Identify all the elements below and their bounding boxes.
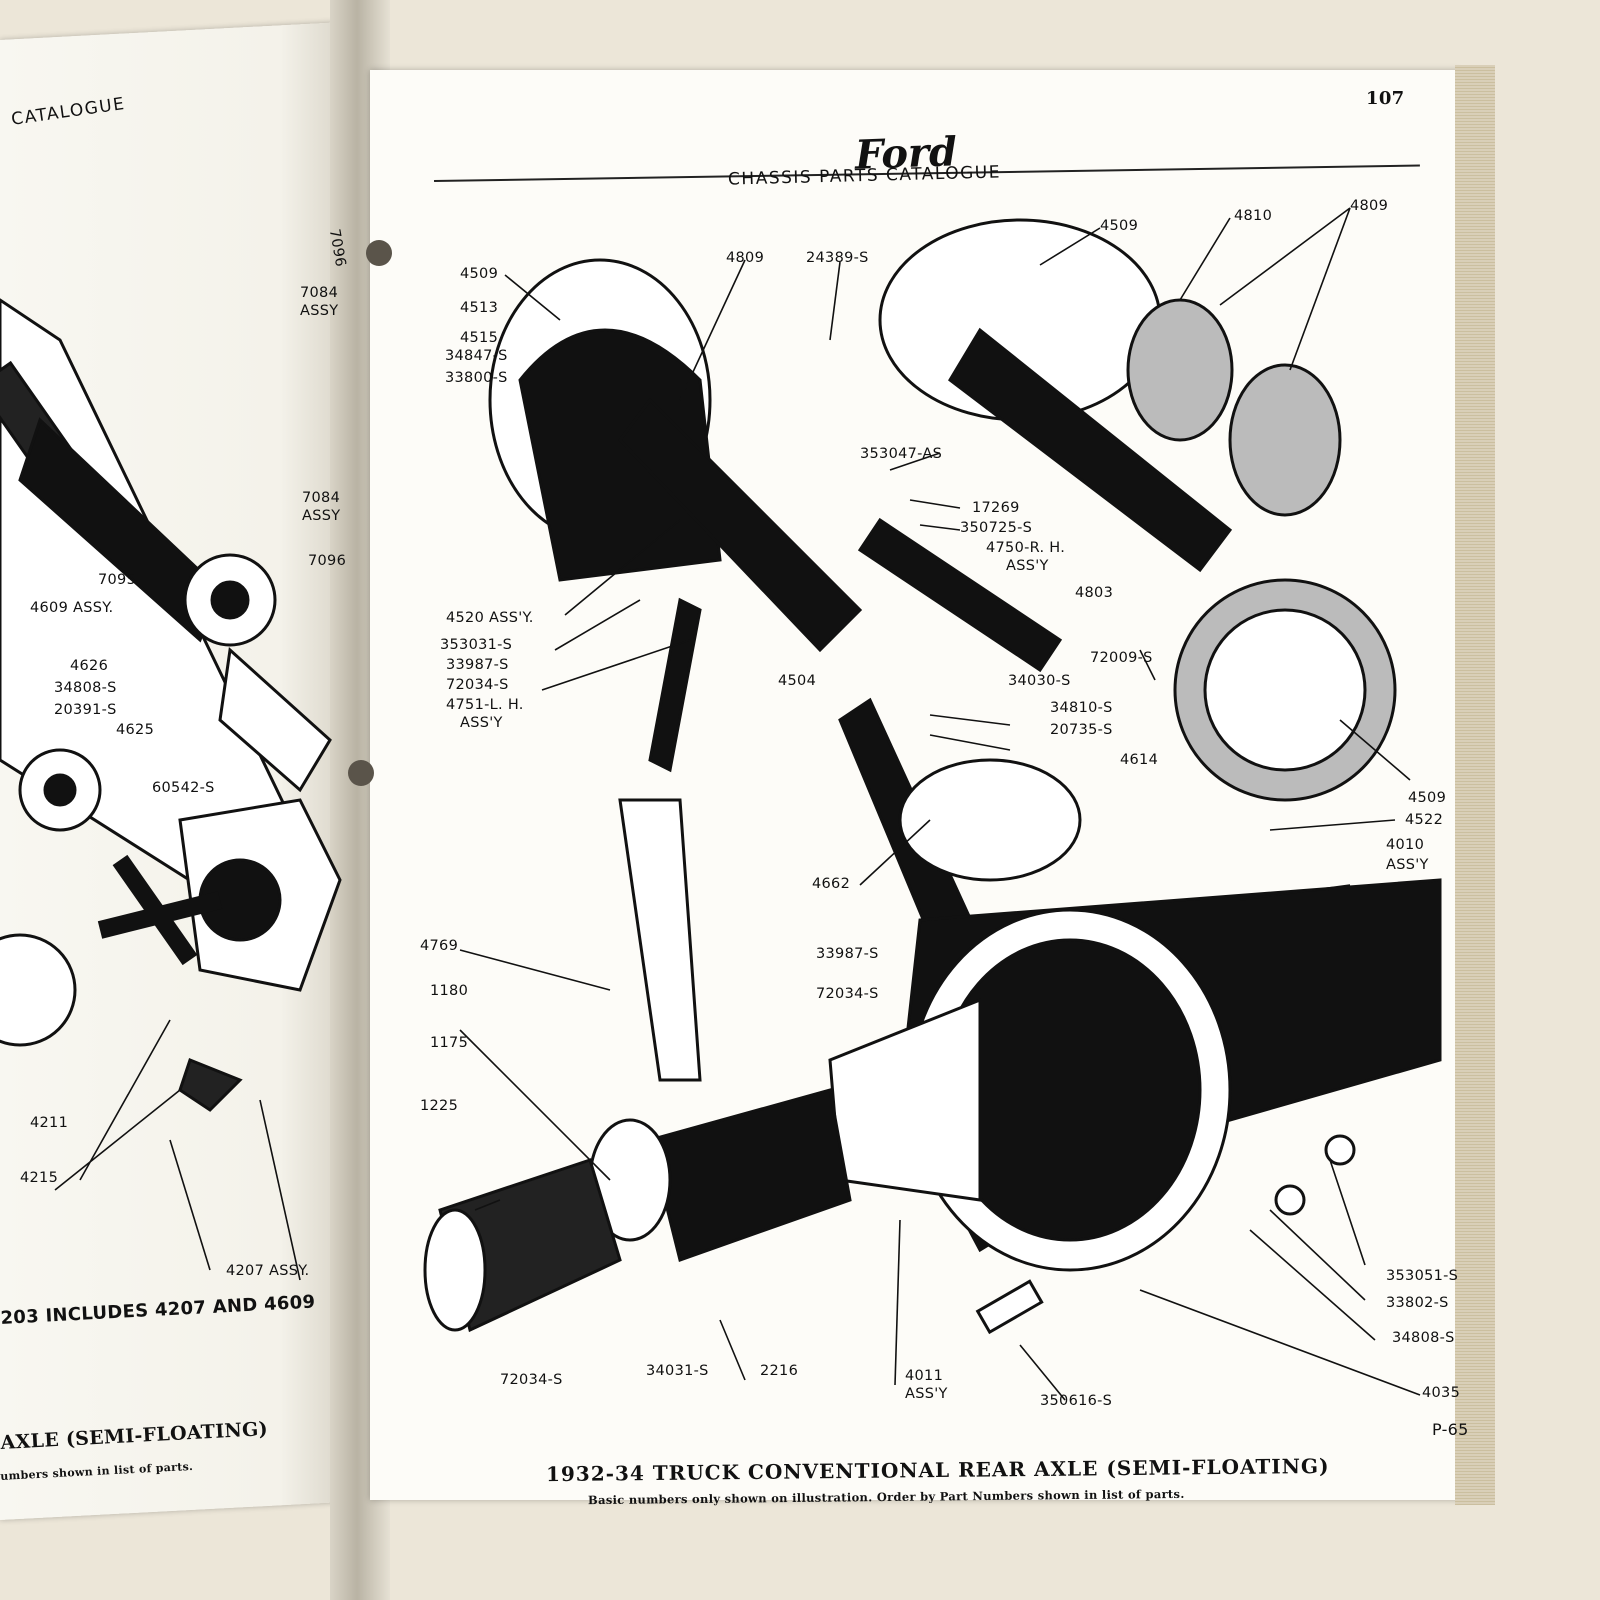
callout-label: 4207 ASSY. xyxy=(226,1263,310,1279)
binder-hole xyxy=(348,760,374,786)
callout-label: 17269 xyxy=(972,500,1020,516)
callout-label: 34808-S xyxy=(1392,1330,1455,1346)
callout-label: 20391-S xyxy=(54,702,117,718)
callout-label: ASSY xyxy=(302,508,341,524)
radius-rod-lh xyxy=(648,597,702,773)
radius-rod-rh xyxy=(857,517,1063,673)
callout-label: 353047-AS xyxy=(860,446,943,462)
callout-label: 60542-S xyxy=(152,780,215,796)
callout-label: 4750-R. H. xyxy=(986,540,1066,556)
callout-label: 4810 xyxy=(1234,208,1273,224)
callout-label: ASSY xyxy=(300,303,339,319)
callout-label: 2216 xyxy=(760,1363,799,1379)
felt-seal-1 xyxy=(1126,298,1234,442)
callout-label: 4662 xyxy=(812,876,851,892)
callout-label: 34847-S xyxy=(445,348,508,364)
callout-label: 7095 xyxy=(98,572,137,588)
callout-label: 4509 xyxy=(1408,790,1447,806)
book-edge xyxy=(1455,65,1495,1505)
callout-label: 350725-S xyxy=(960,520,1033,536)
torque-tube xyxy=(648,1088,852,1262)
callout-label: 4211 xyxy=(30,1115,69,1131)
callout-label: 1180 xyxy=(430,983,469,999)
felt-seal-2 xyxy=(1228,363,1342,517)
callout-label: 7096 xyxy=(308,553,347,569)
callout-label: 33987-S xyxy=(816,946,879,962)
callout-label: 1175 xyxy=(430,1035,469,1051)
callout-label: 33987-S xyxy=(446,657,509,673)
callout-label: 4626 xyxy=(70,658,109,674)
callout-label: 4010 xyxy=(1386,837,1425,853)
callout-label: ASS'Y xyxy=(905,1386,948,1402)
callout-label: 4614 xyxy=(1120,752,1159,768)
callout-label: 72034-S xyxy=(816,986,879,1002)
callout-label: ASS'Y xyxy=(1006,558,1049,574)
axle-shaft-right xyxy=(948,327,1233,573)
pinion-gear xyxy=(178,1058,243,1112)
callout-label: 4625 xyxy=(116,722,155,738)
callout-label: 24389-S xyxy=(806,250,869,266)
housing-neck xyxy=(828,997,982,1202)
callout-label: 4509 xyxy=(460,266,499,282)
callout-label: 4504 xyxy=(778,673,817,689)
callout-label: 4809 xyxy=(726,250,765,266)
callout-label: 4513 xyxy=(460,300,499,316)
callout-label: 4011 xyxy=(905,1368,944,1384)
callout-label: 72034-S xyxy=(500,1372,563,1388)
callout-label: 34031-S xyxy=(646,1363,709,1379)
callout-label: 4522 xyxy=(1405,812,1444,828)
callout-label: 1225 xyxy=(420,1098,459,1114)
callout-label: 34030-S xyxy=(1008,673,1071,689)
callout-label: 4215 xyxy=(20,1170,59,1186)
brake-backing-left xyxy=(518,328,722,582)
nut xyxy=(1274,1184,1306,1216)
callout-label: 4520 ASS'Y. xyxy=(446,610,534,626)
callout-label: 4809 xyxy=(1350,198,1389,214)
callout-label: 4769 xyxy=(420,938,459,954)
ring-gear xyxy=(0,933,77,1047)
yoke xyxy=(218,647,332,793)
bolt xyxy=(975,1279,1044,1335)
brake-lever xyxy=(618,798,702,1082)
callout-label: 20735-S xyxy=(1050,722,1113,738)
binder-hole xyxy=(366,240,392,266)
callout-label: 7084 xyxy=(302,490,341,506)
callout-label: 33802-S xyxy=(1386,1295,1449,1311)
axle-shaft-left xyxy=(618,397,863,653)
callout-label: 4509 xyxy=(1100,218,1139,234)
callout-label: 34810-S xyxy=(1050,700,1113,716)
callout-label: 33800-S xyxy=(445,370,508,386)
callout-label: 34808-S xyxy=(54,680,117,696)
page-number: 107 xyxy=(1366,88,1405,109)
callout-label: 72034-S xyxy=(446,677,509,693)
housing-flange xyxy=(898,758,1082,882)
callout-label: 4609 ASSY. xyxy=(30,600,114,616)
figure-code: P-65 xyxy=(1432,1420,1469,1439)
callout-label: 72009-S xyxy=(1090,650,1153,666)
callout-label: 4803 xyxy=(1075,585,1114,601)
callout-label: 4035 xyxy=(1422,1385,1461,1401)
callout-label: 4751-L. H. xyxy=(446,697,524,713)
plug xyxy=(1324,1134,1356,1166)
callout-label: 353031-S xyxy=(440,637,513,653)
callout-label: ASS'Y xyxy=(460,715,503,731)
callout-label: 353051-S xyxy=(1386,1268,1459,1284)
callout-label: 7084 xyxy=(300,285,339,301)
callout-label: 350616-S xyxy=(1040,1393,1113,1409)
callout-label: 4515 xyxy=(460,330,499,346)
callout-label: ASS'Y xyxy=(1386,857,1429,873)
spider xyxy=(97,854,223,966)
driveshaft-shaft xyxy=(18,417,222,643)
